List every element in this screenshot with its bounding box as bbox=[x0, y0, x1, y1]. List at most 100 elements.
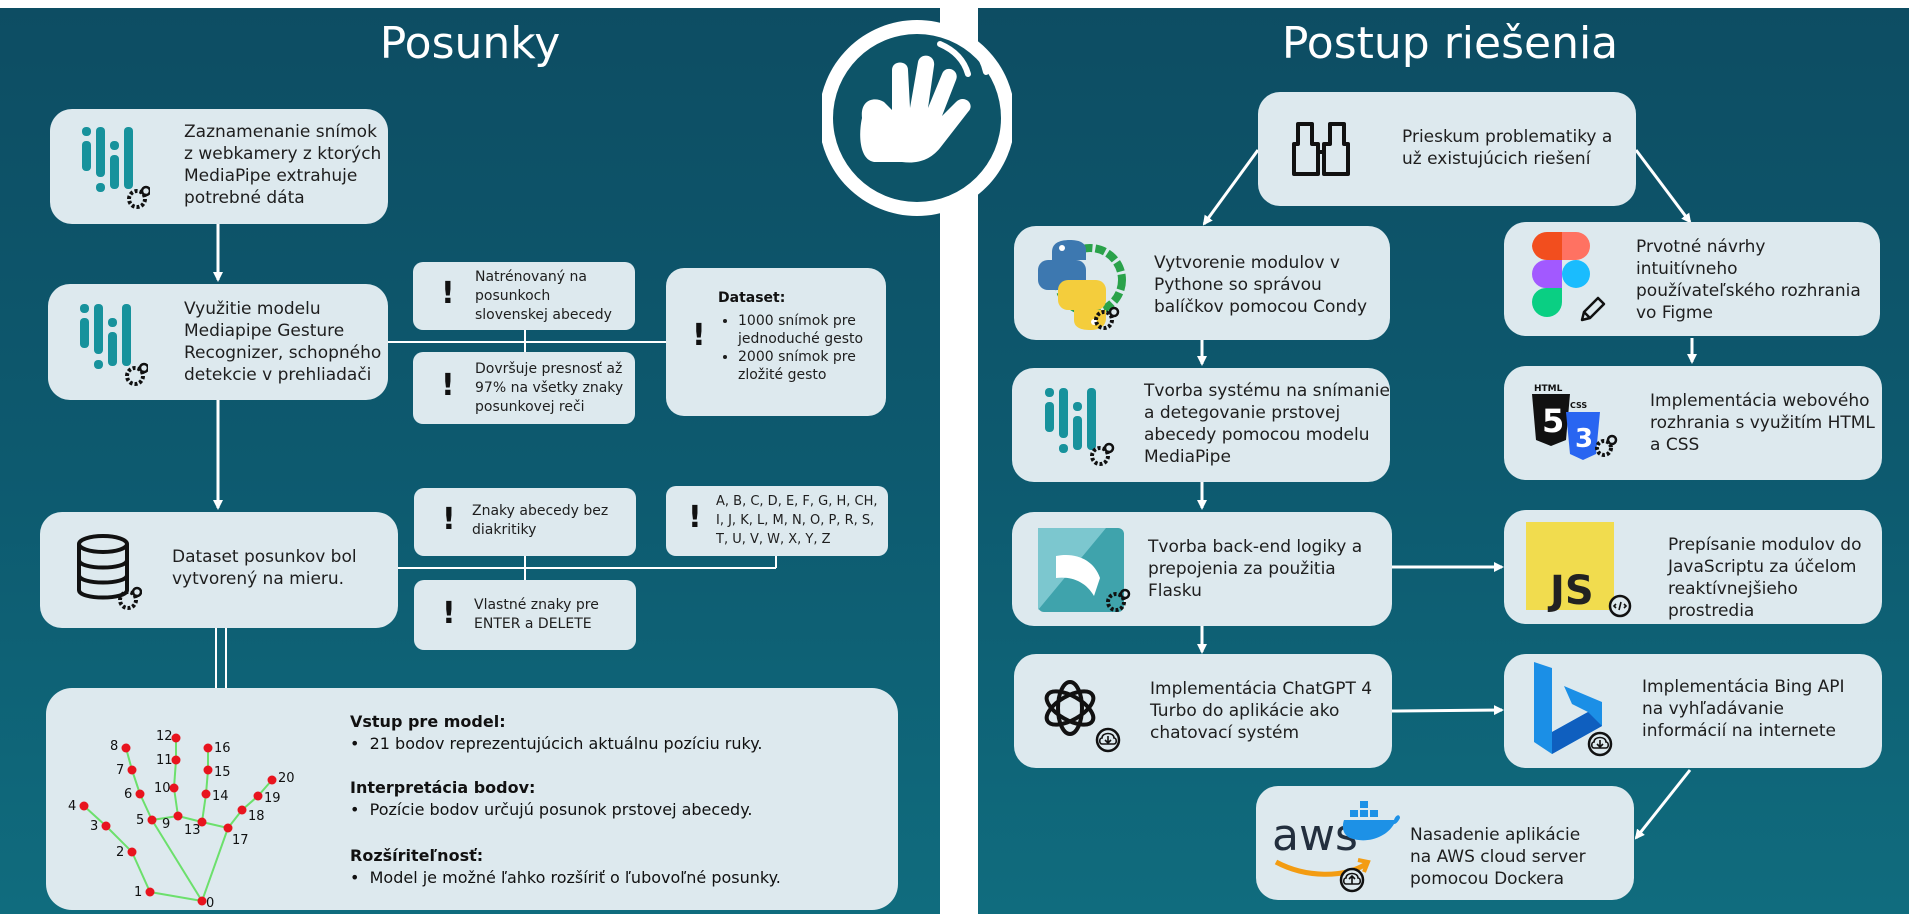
html-box: HTML 5 CSS 3 Implementácia webového rozh… bbox=[1504, 366, 1882, 480]
dataset-item: 1000 snímok pre jednoduché gesto bbox=[738, 312, 898, 348]
hand-landmark bbox=[173, 811, 183, 821]
hand-landmark bbox=[237, 805, 247, 815]
bing-box: Implementácia Bing API na vyhľadávanie i… bbox=[1504, 654, 1882, 768]
extensibility-heading: Rozšíriteľnosť: bbox=[350, 846, 484, 865]
hand-landmark bbox=[169, 783, 179, 793]
hand-bone bbox=[151, 819, 203, 902]
hand-landmark-label: 20 bbox=[278, 771, 295, 786]
python-text: Vytvorenie modulov v Python​e so správou… bbox=[1154, 253, 1368, 317]
custom-keys-note: ! Vlastné znaky pre ENTER a DELETE bbox=[414, 580, 636, 650]
html-label: HTML bbox=[1534, 384, 1563, 394]
svg-text:5: 5 bbox=[1542, 402, 1564, 440]
dataset-heading: Dataset: bbox=[718, 290, 786, 306]
hand-landmark bbox=[171, 755, 181, 765]
exclamation-icon: ! bbox=[442, 596, 456, 631]
hand-landmark-label: 16 bbox=[214, 741, 231, 756]
hand-landmark-label: 14 bbox=[212, 789, 229, 804]
hand-landmark bbox=[171, 733, 181, 743]
hand-bone bbox=[139, 793, 153, 821]
hand-landmark-label: 11 bbox=[156, 753, 173, 768]
recognizer-box: Využitie modelu Mediapipe Gesture Recogn… bbox=[48, 284, 388, 400]
mediapipe-icon bbox=[78, 298, 150, 392]
bing-text: Implementácia Bing API na vyhľadávanie i… bbox=[1642, 677, 1845, 741]
left-title: Posunky bbox=[379, 18, 561, 69]
interpretation-text: Pozície bodov určujú posunok prstovej ab… bbox=[369, 800, 753, 819]
dataset-list: 1000 snímok pre jednoduché gesto 2000 sn… bbox=[722, 312, 898, 384]
letters-note-text: Znaky abecedy bez diakritiky bbox=[472, 503, 609, 538]
hand-bone bbox=[131, 851, 151, 893]
research-text: Prieskum problematiky a už existujúcich … bbox=[1402, 127, 1613, 169]
javascript-icon: JS bbox=[1524, 520, 1634, 624]
aws-box: aws Nasadenie aplikácie na AWS cloud ser… bbox=[1256, 786, 1634, 900]
hand-landmark-label: 4 bbox=[68, 799, 76, 814]
hand-landmark-label: 12 bbox=[156, 729, 173, 744]
exclamation-icon: ! bbox=[692, 318, 706, 353]
hand-landmark bbox=[267, 775, 277, 785]
hand-landmark bbox=[101, 821, 111, 831]
hand-landmark-label: 2 bbox=[116, 845, 124, 860]
hand-landmark bbox=[145, 887, 155, 897]
hand-landmark-label: 1 bbox=[134, 885, 142, 900]
hand-landmark bbox=[79, 801, 89, 811]
hand-landmark bbox=[253, 791, 263, 801]
svg-text:3: 3 bbox=[1575, 424, 1593, 454]
hand-landmark bbox=[135, 789, 145, 799]
hand-landmark-label: 7 bbox=[116, 763, 124, 778]
hand-landmark bbox=[223, 823, 233, 833]
interpretation-heading: Interpretácia bodov: bbox=[350, 778, 536, 797]
exclamation-icon: ! bbox=[441, 368, 455, 403]
hand-bone bbox=[105, 825, 133, 853]
trained-note: ! Natrénovaný na posunkoch slovenskej ab… bbox=[413, 262, 635, 330]
hand-landmark-label: 15 bbox=[214, 765, 231, 780]
binoculars-icon bbox=[1290, 118, 1352, 184]
hand-landmark bbox=[197, 896, 207, 906]
hand-bone bbox=[149, 891, 203, 902]
hand-landmark-label: 17 bbox=[232, 833, 249, 848]
docker-icon bbox=[1342, 801, 1400, 841]
recognizer-text: Využitie modelu Mediapipe Gesture Recogn… bbox=[184, 299, 382, 385]
hand-landmark bbox=[203, 765, 213, 775]
hand-landmark-label: 19 bbox=[264, 791, 281, 806]
hand-landmark-label: 18 bbox=[248, 809, 265, 824]
trained-text: Natrénovaný na posunkoch slovenskej abec… bbox=[475, 269, 612, 323]
js-box: JS Prepísanie modulov do JavaScriptu za … bbox=[1504, 510, 1882, 624]
hand-landmark bbox=[127, 847, 137, 857]
chatgpt-box: Implementácia ChatGPT 4 Turbo do aplikác… bbox=[1014, 654, 1392, 768]
css-label: CSS bbox=[1570, 401, 1587, 410]
aws-label: aws bbox=[1272, 810, 1358, 861]
hand-landmark-label: 0 bbox=[206, 896, 214, 910]
hand-landmark-label: 6 bbox=[124, 787, 132, 802]
bing-icon bbox=[1530, 660, 1620, 764]
html-text: Implementácia webového rozhrania s využi… bbox=[1650, 391, 1875, 455]
flask-text: Tvorba back-end logiky a prepojenia za p… bbox=[1148, 537, 1363, 601]
research-box: Prieskum problematiky a už existujúcich … bbox=[1258, 92, 1636, 206]
hand-landmark-label: 5 bbox=[136, 813, 144, 828]
hand-landmark bbox=[127, 765, 137, 775]
dataset-created-box: Dataset posunkov bol vytvorený na mieru. bbox=[40, 512, 398, 628]
database-icon bbox=[76, 534, 143, 618]
accuracy-text: Dovršuje presnosť až 97% na všetky znaky… bbox=[475, 361, 624, 415]
flask-box: Tvorba back-end logiky a prepojenia za p… bbox=[1012, 512, 1392, 626]
accuracy-note: ! Dovršuje presnosť až 97% na všetky zna… bbox=[413, 352, 635, 424]
aws-icon: aws bbox=[1270, 798, 1400, 898]
figma-icon bbox=[1526, 230, 1606, 334]
hand-bone bbox=[173, 787, 179, 817]
arrow-bing-aws bbox=[1634, 769, 1692, 840]
hand-bone bbox=[83, 805, 107, 827]
hand-landmark bbox=[203, 743, 213, 753]
flask-icon bbox=[1036, 526, 1132, 620]
arrow-research-figma bbox=[1634, 149, 1692, 224]
js-text: Prepísanie modulov do JavaScriptu za úče… bbox=[1668, 535, 1862, 621]
hand-bone bbox=[201, 827, 229, 902]
pencil-icon bbox=[1578, 296, 1606, 328]
alphabet-text: A, B, C, D, E, F, G, H, CH, I, J, K, L, … bbox=[716, 494, 878, 547]
js-label: JS bbox=[1547, 568, 1594, 614]
extensibility-bullet: • Model je možné ľahko rozšíriť o ľubovo… bbox=[350, 868, 781, 887]
html5-icon: HTML 5 CSS 3 bbox=[1530, 382, 1620, 466]
exclamation-icon: ! bbox=[688, 500, 702, 535]
hand-landmark-label: 8 bbox=[110, 739, 118, 754]
input-heading: Vstup pre model: bbox=[350, 712, 506, 731]
chatgpt-icon bbox=[1038, 676, 1128, 760]
mediapipe-icon bbox=[1038, 382, 1118, 476]
